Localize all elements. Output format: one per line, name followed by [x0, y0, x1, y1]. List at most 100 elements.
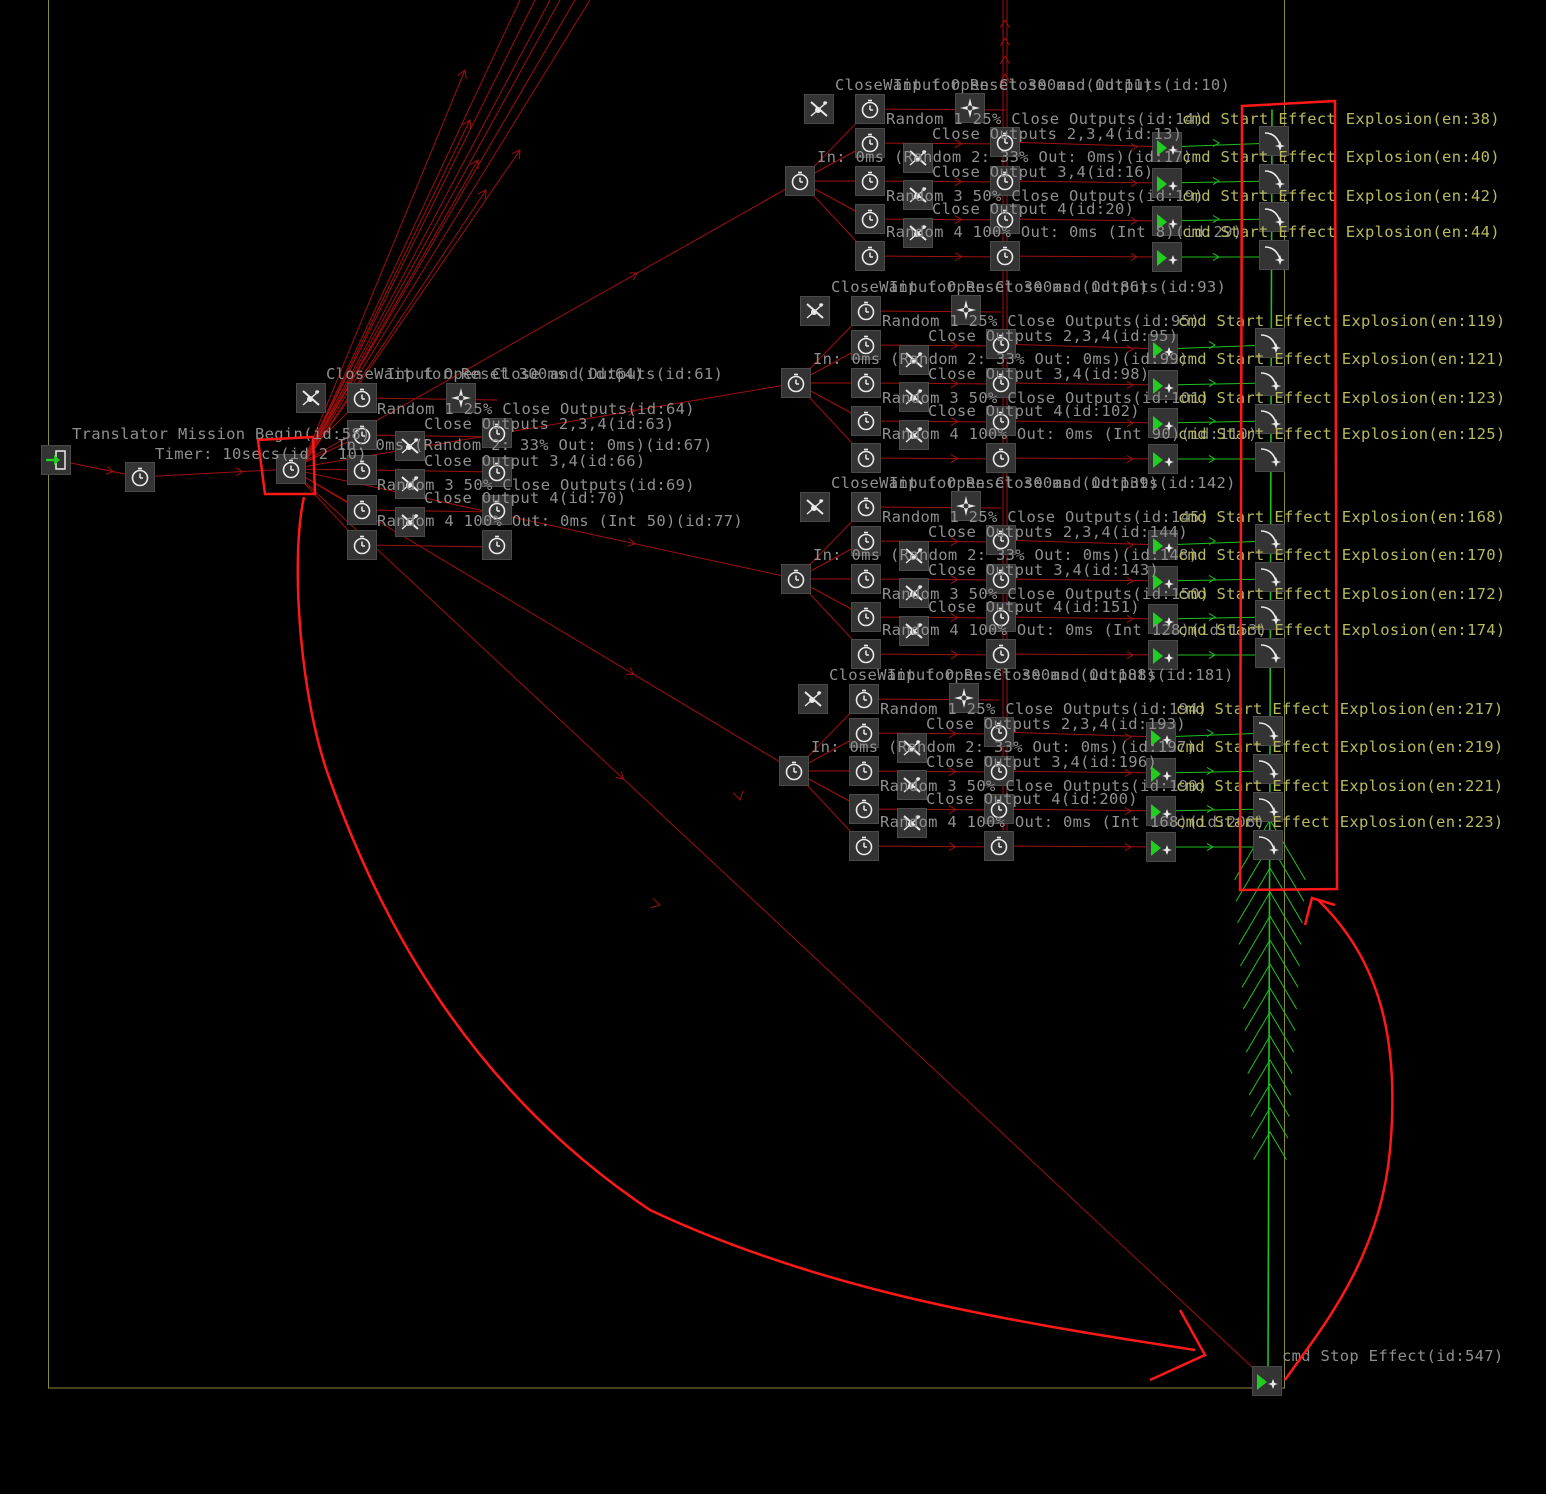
- stop-effect-node[interactable]: [1148, 604, 1178, 634]
- timer-node[interactable]: [851, 526, 881, 556]
- stop-effect-node[interactable]: [1148, 370, 1178, 400]
- timer-node[interactable]: [851, 443, 881, 473]
- timer-node[interactable]: [851, 602, 881, 632]
- timer-node[interactable]: [984, 794, 1014, 824]
- start-effect-node[interactable]: [1259, 126, 1289, 156]
- close-output-node[interactable]: [804, 94, 834, 124]
- close-output-node[interactable]: [897, 733, 927, 763]
- timer-node[interactable]: [855, 128, 885, 158]
- close-output-node[interactable]: [903, 180, 933, 210]
- timer-node[interactable]: [986, 602, 1016, 632]
- timer-node[interactable]: [855, 166, 885, 196]
- timer-node[interactable]: [986, 564, 1016, 594]
- close-output-node[interactable]: [897, 808, 927, 838]
- start-effect-node[interactable]: [1255, 404, 1285, 434]
- close-output-node[interactable]: [395, 431, 425, 461]
- stop-effect-node[interactable]: [1146, 832, 1176, 862]
- close-output-node[interactable]: [897, 770, 927, 800]
- timer-node[interactable]: [849, 684, 879, 714]
- timer-node[interactable]: [984, 831, 1014, 861]
- timer-node[interactable]: [781, 564, 811, 594]
- close-output-node[interactable]: [800, 492, 830, 522]
- close-output-node[interactable]: [296, 383, 326, 413]
- timer-node[interactable]: [482, 495, 512, 525]
- start-effect-node[interactable]: [1255, 562, 1285, 592]
- close-output-node[interactable]: [899, 345, 929, 375]
- timer-node[interactable]: [855, 241, 885, 271]
- timer-node[interactable]: [482, 457, 512, 487]
- start-effect-node[interactable]: [1255, 638, 1285, 668]
- timer-node[interactable]: [990, 204, 1020, 234]
- timer-node[interactable]: [984, 756, 1014, 786]
- timer-node[interactable]: [781, 368, 811, 398]
- close-output-node[interactable]: [798, 684, 828, 714]
- timer-node[interactable]: [779, 756, 809, 786]
- timer-node[interactable]: [347, 455, 377, 485]
- timer-node[interactable]: [849, 831, 879, 861]
- close-output-node[interactable]: [899, 616, 929, 646]
- timer-node[interactable]: [986, 443, 1016, 473]
- stop-effect-node[interactable]: [1148, 408, 1178, 438]
- timer-node[interactable]: [347, 495, 377, 525]
- timer-node[interactable]: [855, 94, 885, 124]
- stop-effect-node[interactable]: [1148, 530, 1178, 560]
- close-output-node[interactable]: [800, 296, 830, 326]
- timer-node[interactable]: [482, 530, 512, 560]
- start-effect-node[interactable]: [1255, 366, 1285, 396]
- timer-node[interactable]: [851, 564, 881, 594]
- timer-node[interactable]: [849, 718, 879, 748]
- timer-node[interactable]: [851, 296, 881, 326]
- close-output-node[interactable]: [899, 382, 929, 412]
- close-output-node[interactable]: [899, 420, 929, 450]
- random-node[interactable]: [955, 93, 985, 123]
- timer-node[interactable]: [347, 383, 377, 413]
- random-node[interactable]: [951, 295, 981, 325]
- start-effect-node[interactable]: [1253, 754, 1283, 784]
- timer-node[interactable]: [986, 639, 1016, 669]
- timer-node[interactable]: [482, 418, 512, 448]
- timer-node[interactable]: [125, 462, 155, 492]
- stop-effect-node[interactable]: [1146, 722, 1176, 752]
- stop-effect-node[interactable]: [1148, 334, 1178, 364]
- stop-effect-node[interactable]: [1152, 132, 1182, 162]
- random-node[interactable]: [446, 383, 476, 413]
- timer-node[interactable]: [851, 492, 881, 522]
- timer-node[interactable]: [851, 639, 881, 669]
- timer-node[interactable]: [984, 717, 1014, 747]
- timer-node[interactable]: [990, 127, 1020, 157]
- close-output-node[interactable]: [899, 578, 929, 608]
- start-effect-node[interactable]: [1259, 202, 1289, 232]
- timer-node[interactable]: [849, 794, 879, 824]
- random-node[interactable]: [951, 491, 981, 521]
- start-effect-node[interactable]: [1253, 792, 1283, 822]
- timer-node[interactable]: [347, 530, 377, 560]
- timer-node[interactable]: [990, 241, 1020, 271]
- start-effect-node[interactable]: [1259, 240, 1289, 270]
- stop-effect-node[interactable]: [1148, 444, 1178, 474]
- timer-node[interactable]: [851, 368, 881, 398]
- start-effect-node[interactable]: [1253, 830, 1283, 860]
- stop-effect-node[interactable]: [1148, 566, 1178, 596]
- stop-effect-node[interactable]: [1152, 168, 1182, 198]
- stop-effect-node[interactable]: [1146, 758, 1176, 788]
- mission-begin-node[interactable]: [41, 445, 71, 475]
- start-effect-node[interactable]: [1255, 600, 1285, 630]
- timer-node[interactable]: [986, 406, 1016, 436]
- start-effect-node[interactable]: [1255, 524, 1285, 554]
- timer-node[interactable]: [990, 166, 1020, 196]
- random-node[interactable]: [949, 683, 979, 713]
- timer-node[interactable]: [986, 525, 1016, 555]
- timer-node[interactable]: [855, 204, 885, 234]
- close-output-node[interactable]: [903, 143, 933, 173]
- start-effect-node[interactable]: [1255, 328, 1285, 358]
- stop-effect-node[interactable]: [1146, 796, 1176, 826]
- start-effect-node[interactable]: [1253, 716, 1283, 746]
- stop-effect-node[interactable]: [1152, 242, 1182, 272]
- stop-effect-node[interactable]: [1152, 206, 1182, 236]
- timer-node[interactable]: [986, 329, 1016, 359]
- stop-effect-node[interactable]: [1252, 1366, 1282, 1396]
- start-effect-node[interactable]: [1259, 164, 1289, 194]
- timer-node[interactable]: [851, 330, 881, 360]
- start-effect-node[interactable]: [1255, 442, 1285, 472]
